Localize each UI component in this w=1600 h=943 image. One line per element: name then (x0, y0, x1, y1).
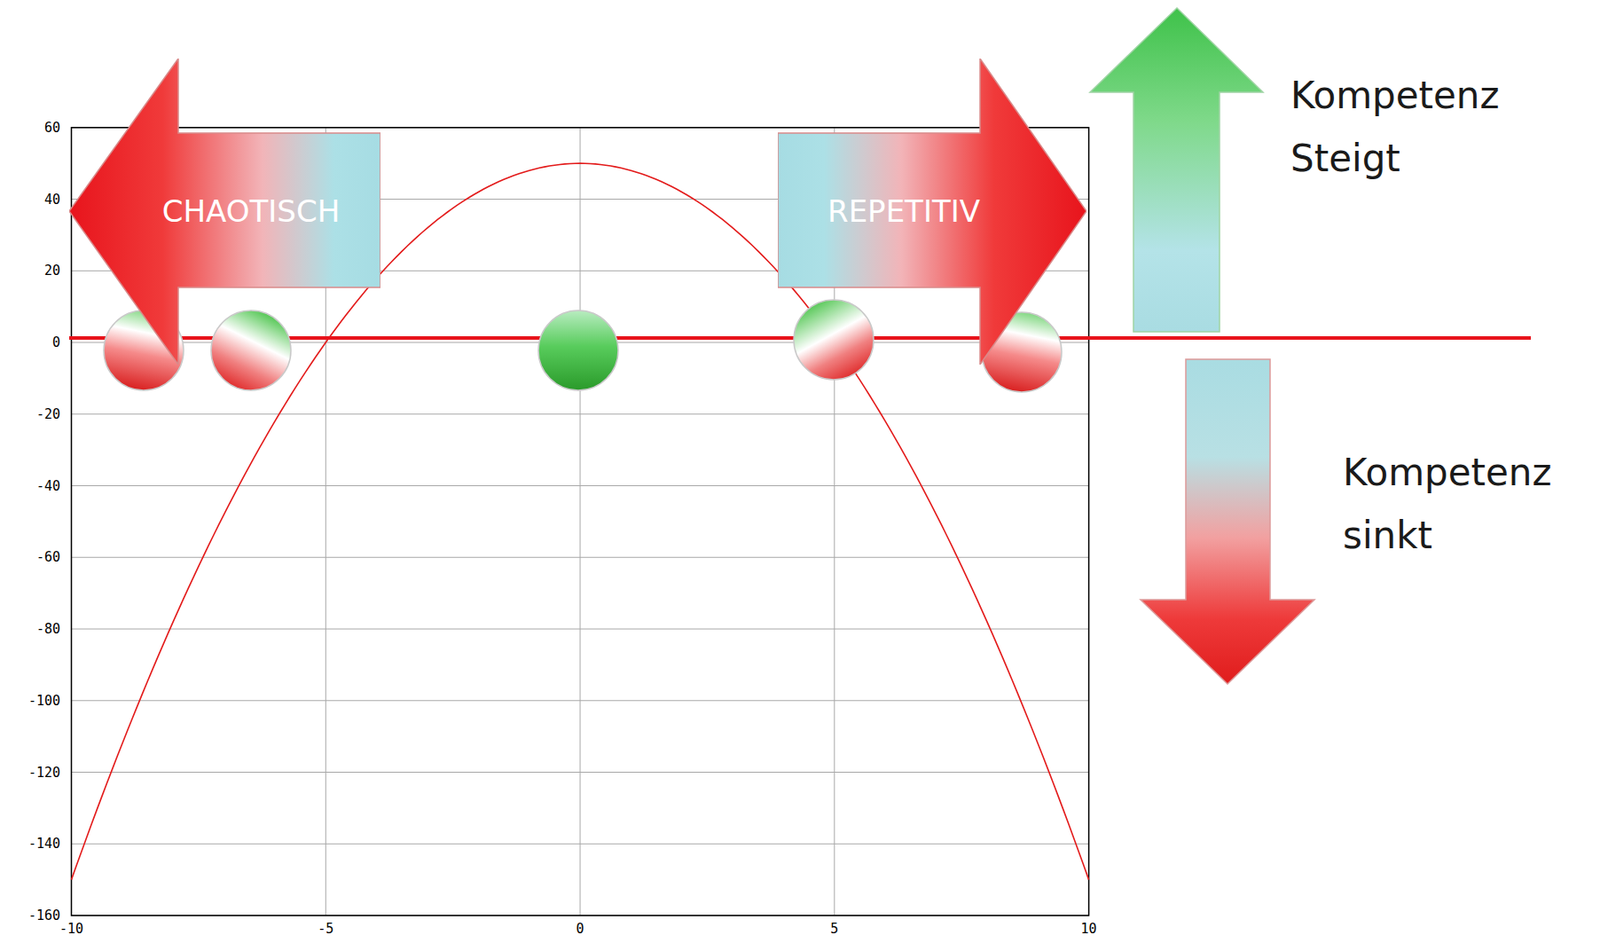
tick-label: 5 (830, 920, 839, 937)
up-arrow (1090, 7, 1263, 332)
tick-label: -160 (28, 907, 61, 924)
grid-line (71, 843, 1090, 845)
down-arrow (1140, 359, 1315, 684)
tick-label: -20 (36, 406, 61, 423)
tick-label: -80 (36, 620, 61, 637)
arrow-outline (777, 58, 1087, 365)
left-arrow: CHAOTISCH (69, 58, 381, 365)
ball (211, 310, 291, 391)
arrow-outline (69, 58, 381, 365)
arrow-label: REPETITIV (827, 193, 981, 229)
tick-label: 0 (576, 920, 585, 937)
grid-line (71, 628, 1090, 630)
ball (793, 299, 874, 380)
tick-label: -10 (59, 920, 84, 937)
ball (538, 310, 619, 391)
axis-caption: Kompetenz Steigt (1290, 63, 1504, 190)
grid-line (580, 127, 581, 916)
tick-label: -40 (36, 478, 61, 495)
grid-line (71, 485, 1090, 487)
tick-label: -5 (317, 920, 334, 937)
grid-line (71, 699, 1090, 701)
axis-caption: Kompetenz sinkt (1342, 440, 1556, 567)
tick-label: -60 (36, 549, 61, 565)
tick-label: 40 (44, 191, 61, 208)
tick-label: 10 (1081, 920, 1098, 937)
tick-label: -120 (28, 764, 61, 781)
grid-line (71, 413, 1090, 415)
tick-label: 20 (44, 262, 61, 279)
arrow-label: CHAOTISCH (162, 193, 340, 229)
tick-label: 0 (52, 334, 61, 351)
grid-line (71, 771, 1090, 773)
tick-label: -100 (28, 692, 61, 709)
grid-line (71, 556, 1090, 558)
right-arrow: REPETITIV (777, 58, 1087, 365)
tick-label: -140 (28, 835, 61, 852)
balls (103, 299, 1062, 393)
tick-label: 60 (44, 119, 61, 136)
